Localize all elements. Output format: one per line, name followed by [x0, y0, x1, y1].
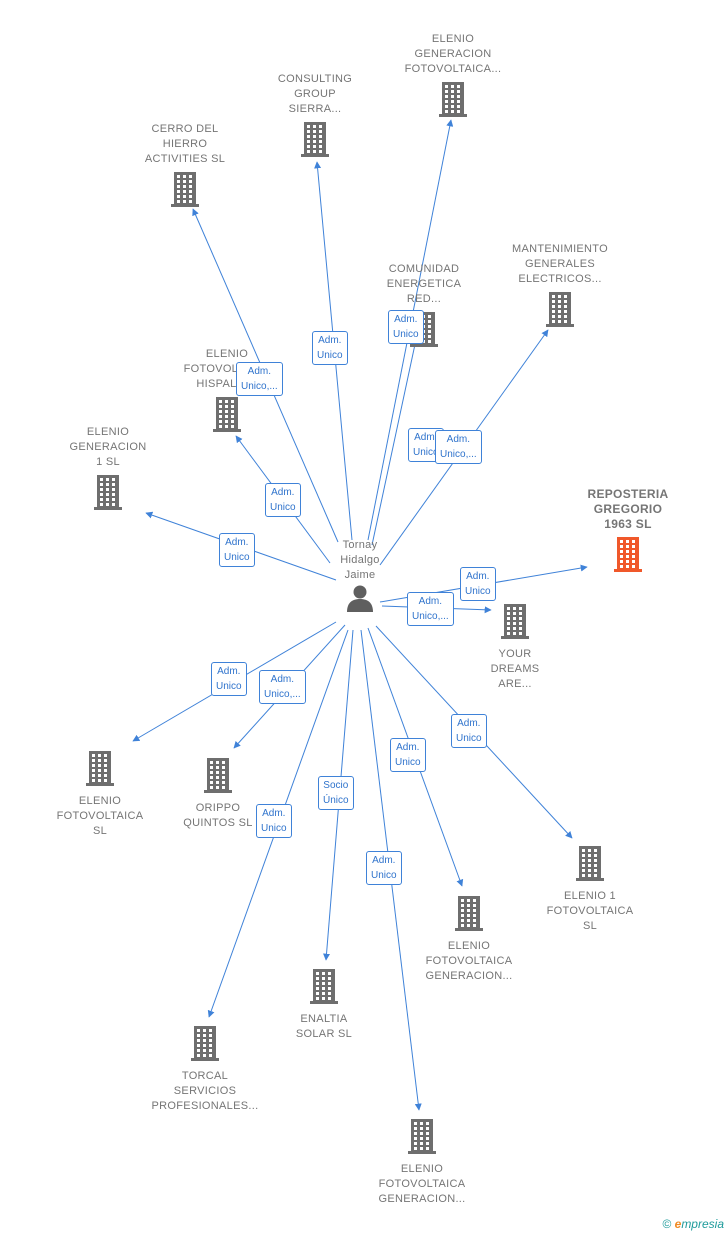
relation-label[interactable]: Adm. Unico [312, 331, 348, 365]
relation-label[interactable]: Adm. Unico [451, 714, 487, 748]
company-node-reposteria[interactable]: REPOSTERIA GREGORIO 1963 SL [558, 487, 698, 572]
company-node-elenio-gen-1[interactable]: ELENIO GENERACION 1 SL [38, 425, 178, 510]
relation-label[interactable]: Adm. Unico,... [259, 670, 306, 704]
building-icon [310, 969, 338, 1004]
company-node-elenio-fotov-sl[interactable]: ELENIO FOTOVOLTAICA SL [30, 750, 170, 839]
relation-label[interactable]: Adm. Unico [366, 851, 402, 885]
company-label: ENALTIA SOLAR SL [295, 1013, 353, 1040]
relation-label[interactable]: Adm. Unico,... [407, 592, 454, 626]
company-label: ELENIO FOTOVOLTAICA GENERACION... [425, 940, 513, 982]
building-icon [191, 1026, 219, 1061]
company-node-elenio-fotov-gen-bottom[interactable]: ELENIO FOTOVOLTAICA GENERACION... [352, 1118, 492, 1207]
company-node-mantenimiento[interactable]: MANTENIMIENTO GENERALES ELECTRICOS... [490, 242, 630, 327]
company-node-comunidad-energetica[interactable]: COMUNIDAD ENERGETICA RED... [354, 262, 494, 347]
brand-logo-e: e [674, 1217, 682, 1231]
company-label: YOUR DREAMS ARE... [490, 648, 540, 690]
building-icon [94, 475, 122, 510]
company-node-your-dreams[interactable]: YOUR DREAMS ARE... [445, 603, 585, 692]
company-label: ORIPPO QUINTOS SL [183, 802, 253, 829]
company-label: ELENIO FOTOVOLTAICA GENERACION... [378, 1163, 466, 1205]
relation-label[interactable]: Adm. Unico [219, 533, 255, 567]
brand-footer: © empresia [662, 1217, 724, 1231]
company-label: ELENIO FOTOVOLTAICA SL [56, 795, 144, 837]
building-icon [501, 604, 529, 639]
relation-label[interactable]: Adm. Unico [256, 804, 292, 838]
relation-label[interactable]: Adm. Unico [390, 738, 426, 772]
building-icon [546, 292, 574, 327]
edge-comunidad-energetica [371, 320, 423, 546]
company-label: CERRO DEL HIERRO ACTIVITIES SL [144, 123, 226, 165]
company-label: COMUNIDAD ENERGETICA RED... [386, 263, 462, 305]
relation-label[interactable]: Adm. Unico [388, 310, 424, 344]
building-icon [204, 758, 232, 793]
building-icon [86, 751, 114, 786]
building-icon [614, 537, 642, 572]
building-icon [576, 846, 604, 881]
company-label: ELENIO 1 FOTOVOLTAICA SL [546, 890, 634, 932]
brand-logo-text: mpresia [681, 1217, 724, 1231]
company-label: CONSULTING GROUP SIERRA... [277, 73, 353, 115]
relation-label[interactable]: Adm. Unico,... [435, 430, 482, 464]
company-node-torcal[interactable]: TORCAL SERVICIOS PROFESIONALES... [135, 1025, 275, 1114]
company-label: TORCAL SERVICIOS PROFESIONALES... [151, 1070, 259, 1112]
company-label: ELENIO GENERACION FOTOVOLTAICA... [404, 33, 502, 75]
company-label: REPOSTERIA GREGORIO 1963 SL [587, 487, 669, 531]
relation-label[interactable]: Adm. Unico,... [236, 362, 283, 396]
company-node-elenio-fotov-gen-mid[interactable]: ELENIO FOTOVOLTAICA GENERACION... [399, 895, 539, 984]
building-icon [439, 82, 467, 117]
copyright-symbol: © [662, 1217, 672, 1231]
building-icon [301, 122, 329, 157]
relation-label[interactable]: Adm. Unico [211, 662, 247, 696]
company-node-enaltia[interactable]: ENALTIA SOLAR SL [254, 968, 394, 1042]
building-icon [455, 896, 483, 931]
company-node-consulting-group[interactable]: CONSULTING GROUP SIERRA... [245, 72, 385, 157]
company-node-elenio-1-fotov[interactable]: ELENIO 1 FOTOVOLTAICA SL [520, 845, 660, 934]
building-icon [171, 172, 199, 207]
person-icon [347, 585, 373, 612]
company-node-elenio-gen-fotov-top[interactable]: ELENIO GENERACION FOTOVOLTAICA... [383, 32, 523, 117]
company-node-cerro-del-hierro[interactable]: CERRO DEL HIERRO ACTIVITIES SL [115, 122, 255, 207]
company-node-orippo[interactable]: ORIPPO QUINTOS SL [148, 757, 288, 831]
building-icon [408, 1119, 436, 1154]
relation-label[interactable]: Adm. Unico [460, 567, 496, 601]
person-name: Tornay Hidalgo Jaime [340, 539, 380, 581]
relation-label[interactable]: Adm. Unico [265, 483, 301, 517]
company-label: MANTENIMIENTO GENERALES ELECTRICOS... [512, 243, 608, 285]
company-label: ELENIO GENERACION 1 SL [69, 426, 147, 468]
person-node[interactable]: Tornay Hidalgo Jaime [290, 538, 430, 613]
relation-label[interactable]: Socio Único [318, 776, 354, 810]
building-icon [213, 397, 241, 432]
